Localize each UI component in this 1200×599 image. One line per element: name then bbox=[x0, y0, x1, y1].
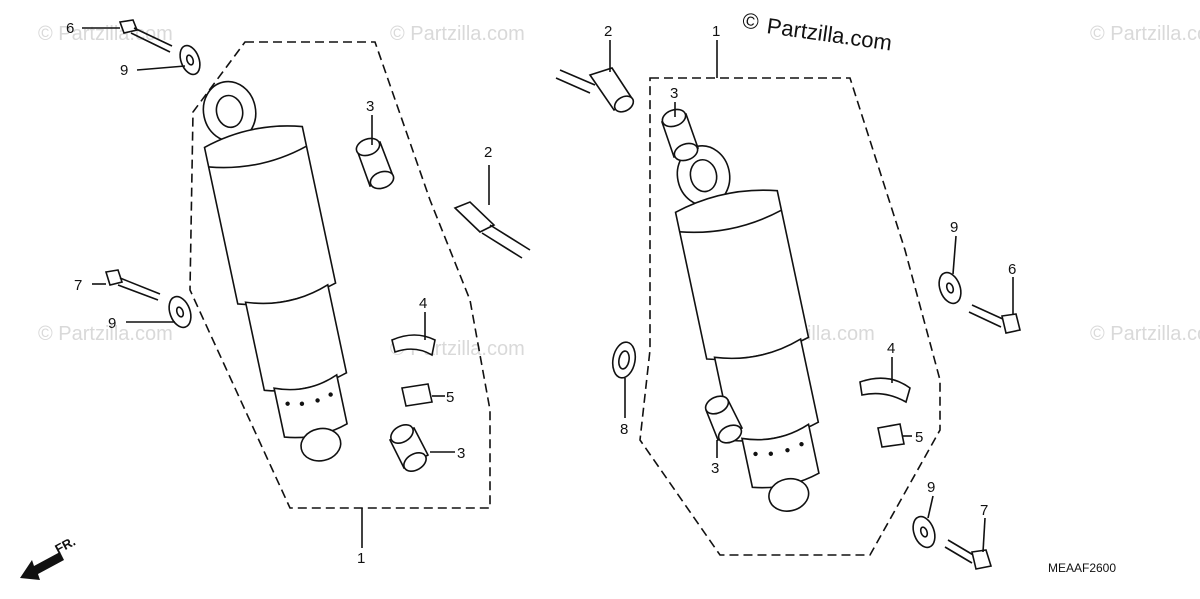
callout-4: 4 bbox=[887, 340, 895, 357]
left-top-washer bbox=[179, 44, 201, 76]
right-top-bolt bbox=[968, 304, 1021, 334]
watermark: © Partzilla.com bbox=[38, 23, 173, 45]
front-arrow-icon bbox=[20, 552, 64, 580]
right-bottom-bolt bbox=[944, 539, 993, 570]
callout-6: 6 bbox=[1008, 261, 1016, 278]
left-top-bolt bbox=[118, 19, 173, 53]
callout-5: 5 bbox=[446, 389, 454, 406]
callout-2: 2 bbox=[604, 23, 612, 40]
callout-7: 7 bbox=[74, 277, 82, 294]
right-assembly-boundary bbox=[639, 77, 941, 556]
right-shock-absorber bbox=[674, 145, 820, 512]
right-shock-upper-body bbox=[674, 189, 810, 361]
left-plate bbox=[401, 383, 433, 407]
callout-8: 8 bbox=[620, 421, 628, 438]
callout-9: 9 bbox=[950, 219, 958, 236]
left-bottom-bolt bbox=[104, 269, 161, 301]
right-top-washer bbox=[938, 271, 962, 305]
left-bottom-bushing bbox=[388, 424, 430, 472]
right-stud bbox=[555, 67, 635, 113]
callout-9: 9 bbox=[108, 315, 116, 332]
callout-6: 6 bbox=[66, 20, 74, 37]
right-plate bbox=[877, 423, 905, 448]
brand-logo: © Partzilla.com bbox=[741, 8, 894, 56]
right-shock-bottom-eye bbox=[768, 477, 810, 512]
left-shock-damper bbox=[273, 373, 348, 439]
callout-3: 3 bbox=[366, 98, 374, 115]
callout-7: 7 bbox=[980, 502, 988, 519]
front-label: FR. bbox=[52, 534, 78, 557]
left-assembly-boundary bbox=[189, 41, 491, 509]
callout-5: 5 bbox=[915, 429, 923, 446]
left-shock-upper-body bbox=[203, 125, 337, 306]
left-top-bushing bbox=[355, 137, 395, 190]
right-washer-8 bbox=[611, 341, 637, 379]
right-bottom-washer bbox=[912, 515, 936, 549]
brand-copyright: © bbox=[741, 8, 761, 35]
callout-1: 1 bbox=[357, 550, 365, 567]
callout-4: 4 bbox=[419, 295, 427, 312]
brand-name: Partzilla.com bbox=[765, 13, 893, 55]
right-shock-damper bbox=[740, 422, 820, 489]
front-direction-indicator: FR. bbox=[20, 534, 78, 580]
left-shock-bottom-eye bbox=[300, 427, 342, 462]
right-ring bbox=[859, 377, 911, 404]
diagram-code: MEAAF2600 bbox=[1048, 561, 1116, 575]
callout-9: 9 bbox=[120, 62, 128, 79]
right-top-bushing bbox=[660, 108, 700, 162]
left-bottom-washer bbox=[168, 295, 192, 329]
watermark: © Partzilla.com bbox=[390, 23, 525, 45]
right-shock-top-eye-hole bbox=[689, 158, 718, 193]
callout-1: 1 bbox=[712, 23, 720, 40]
watermark: © Partzilla.com bbox=[1090, 323, 1200, 345]
callout-2: 2 bbox=[484, 144, 492, 161]
callout-3: 3 bbox=[457, 445, 465, 462]
left-shock-absorber bbox=[202, 80, 348, 462]
left-stud bbox=[453, 201, 531, 259]
left-shock-top-eye-hole bbox=[215, 94, 244, 129]
watermark: © Partzilla.com bbox=[38, 323, 173, 345]
callout-9: 9 bbox=[927, 479, 935, 496]
callout-3: 3 bbox=[711, 460, 719, 477]
watermarks: © Partzilla.com © Partzilla.com © Partzi… bbox=[38, 23, 1200, 360]
right-bottom-bushing bbox=[704, 395, 744, 444]
callout-3: 3 bbox=[670, 85, 678, 102]
watermark: © Partzilla.com bbox=[1090, 23, 1200, 45]
